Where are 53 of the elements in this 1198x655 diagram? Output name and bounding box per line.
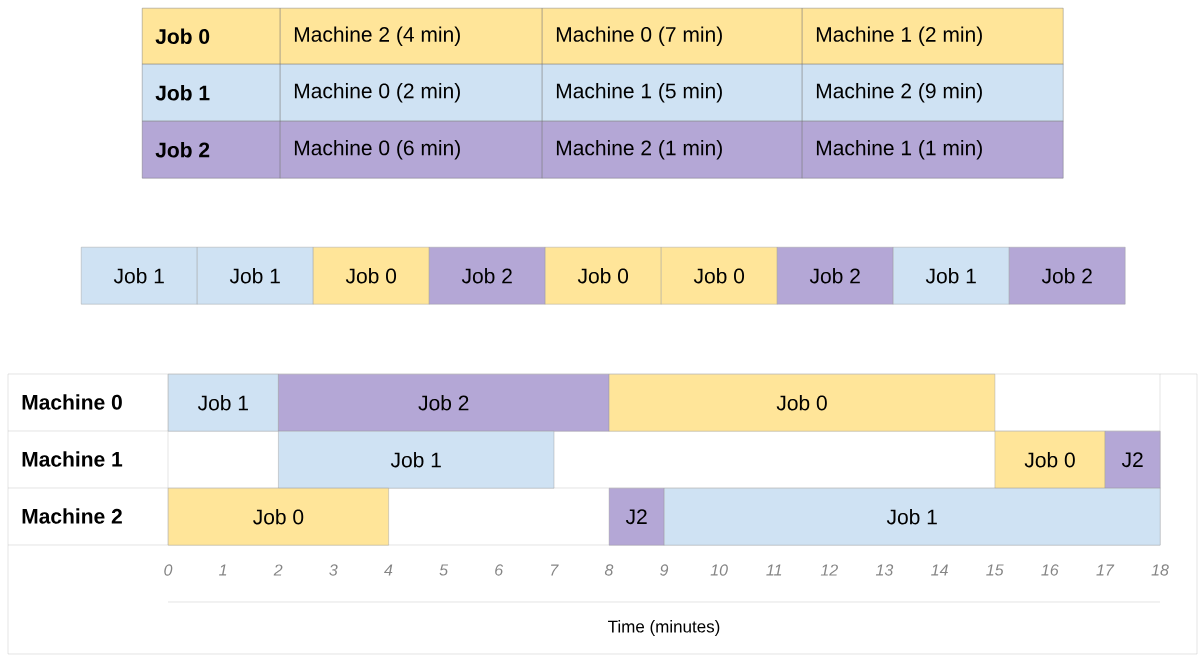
tick-label: 8 [604, 564, 614, 576]
table-cell: Machine 1 (2 min) [802, 8, 1064, 65]
table-cell: Machine 0 (6 min) [280, 121, 543, 179]
sequence-cell: Job 1 [893, 247, 1010, 305]
tick-label: 7 [551, 564, 559, 576]
table-cell: Machine 2 (9 min) [802, 64, 1064, 122]
tick-label: 1 [219, 564, 227, 576]
tick-label: 3 [329, 564, 338, 576]
row-label: Machine 1 [22, 451, 123, 467]
sequence-cell: Job 2 [429, 247, 546, 305]
schedule-bar: Job 0 [994, 431, 1106, 489]
schedule-bar: J2 [1104, 431, 1161, 489]
tick-label: 2 [273, 564, 283, 576]
row-label: Machine 2 [22, 508, 122, 524]
tick-label: 6 [495, 564, 504, 576]
tick-label: 15 [986, 564, 1004, 576]
table-cell: Machine 2 (4 min) [280, 8, 543, 65]
tick-label: 18 [1151, 564, 1169, 576]
tick-label: 12 [820, 564, 838, 576]
schedule-bar: J2 [608, 488, 665, 546]
row-label: Machine 0 [22, 394, 122, 410]
sequence-cell: Job 0 [661, 247, 778, 305]
tick-label: 16 [1041, 564, 1059, 576]
sequence-cell: Job 0 [545, 247, 662, 305]
tick-label: 5 [439, 564, 449, 576]
tick-label: 11 [766, 564, 782, 576]
table-cell: Job 2 [142, 121, 281, 179]
tick-label: 4 [384, 564, 393, 576]
tick-label: 9 [660, 564, 669, 576]
table-cell: Machine 0 (2 min) [280, 64, 543, 122]
table-cell: Machine 1 (1 min) [802, 121, 1064, 179]
sequence-cell: Job 1 [197, 247, 314, 305]
schedule-bar: Job 1 [168, 374, 279, 432]
sequence-cell: Job 0 [313, 247, 430, 305]
schedule-bar: Job 1 [278, 431, 555, 489]
axis-label: Time (minutes) [608, 620, 720, 636]
table-cell: Machine 1 (5 min) [542, 64, 803, 122]
sequence-cell: Job 2 [777, 247, 894, 305]
table-cell: Machine 2 (1 min) [542, 121, 803, 179]
table-cell: Machine 0 (7 min) [542, 8, 803, 65]
schedule-bar: Job 0 [608, 374, 996, 432]
table-cell: Job 1 [142, 64, 281, 122]
sequence-cell: Job 2 [1009, 247, 1126, 305]
tick-label: 0 [164, 564, 173, 576]
tick-label: 17 [1096, 564, 1115, 576]
schedule-bar: Job 2 [278, 374, 610, 432]
schedule-bar: Job 0 [168, 488, 389, 546]
tick-label: 14 [931, 564, 948, 576]
table-cell: Job 0 [142, 8, 281, 65]
schedule-bar: Job 1 [664, 488, 1161, 546]
sequence-cell: Job 1 [81, 247, 198, 305]
tick-label: 13 [875, 564, 894, 576]
tick-label: 10 [710, 564, 728, 576]
